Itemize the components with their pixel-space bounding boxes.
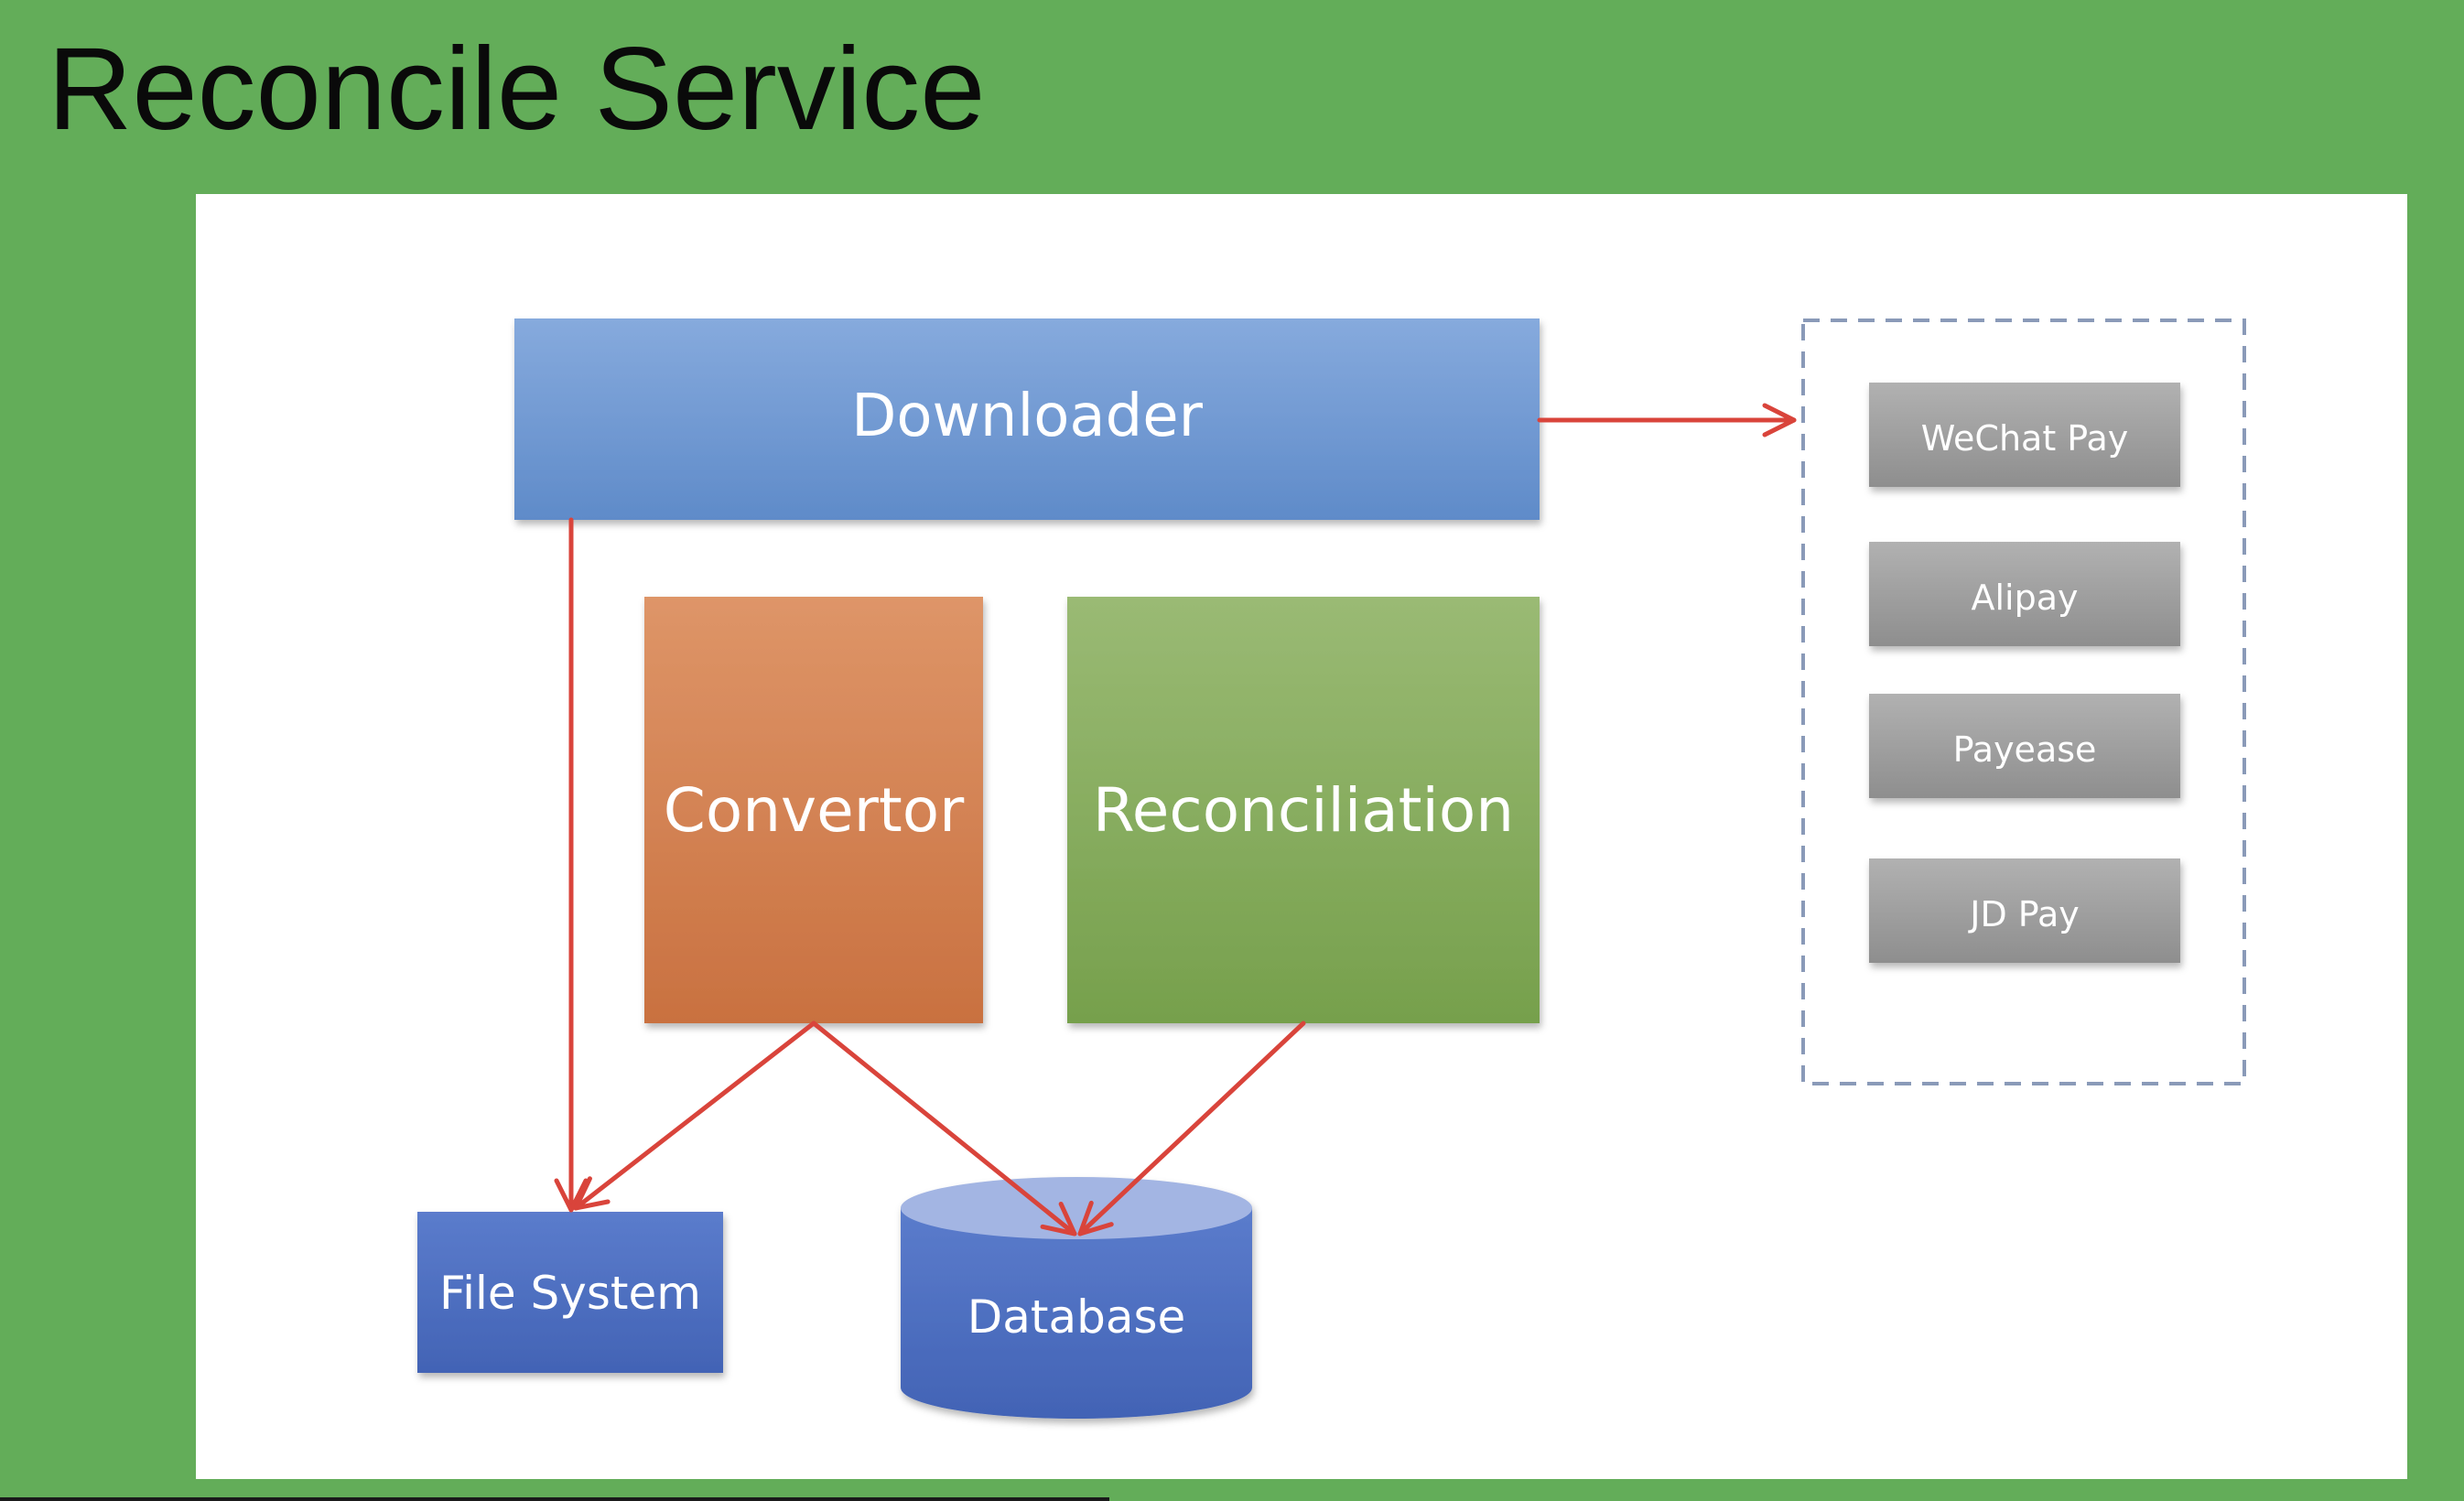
database-label: Database	[967, 1290, 1186, 1344]
arrow-reconciliation-to-database	[1077, 1020, 1306, 1236]
arrow-convertor-to-database	[811, 1020, 1077, 1236]
provider-alipay: Alipay	[1869, 542, 2180, 646]
slide-title: Reconcile Service	[48, 24, 986, 155]
provider-jd-pay: JD Pay	[1869, 858, 2180, 963]
provider-payease: Payease	[1869, 694, 2180, 798]
file-system-label: File System	[439, 1267, 701, 1320]
database-cylinder: Database	[901, 1177, 1252, 1419]
provider-label: WeChat Pay	[1921, 418, 2129, 459]
provider-wechat-pay: WeChat Pay	[1869, 383, 2180, 487]
provider-label: Payease	[1953, 729, 2097, 770]
diagram-panel: Downloader Convertor Reconciliation File…	[196, 194, 2407, 1479]
downloader-box: Downloader	[514, 319, 1540, 520]
bottom-rule	[0, 1497, 1109, 1501]
convertor-box: Convertor	[644, 597, 983, 1023]
provider-label: JD Pay	[1968, 894, 2080, 934]
downloader-label: Downloader	[851, 383, 1204, 450]
arrow-convertor-to-file-system	[573, 1020, 816, 1211]
payment-provider-group	[1801, 319, 2246, 1085]
architecture-diagram: Downloader Convertor Reconciliation File…	[417, 319, 2246, 1419]
convertor-label: Convertor	[664, 775, 965, 846]
reconciliation-box: Reconciliation	[1067, 597, 1540, 1023]
provider-label: Alipay	[1971, 578, 2078, 618]
file-system-box: File System	[417, 1212, 723, 1373]
reconciliation-label: Reconciliation	[1093, 775, 1514, 846]
